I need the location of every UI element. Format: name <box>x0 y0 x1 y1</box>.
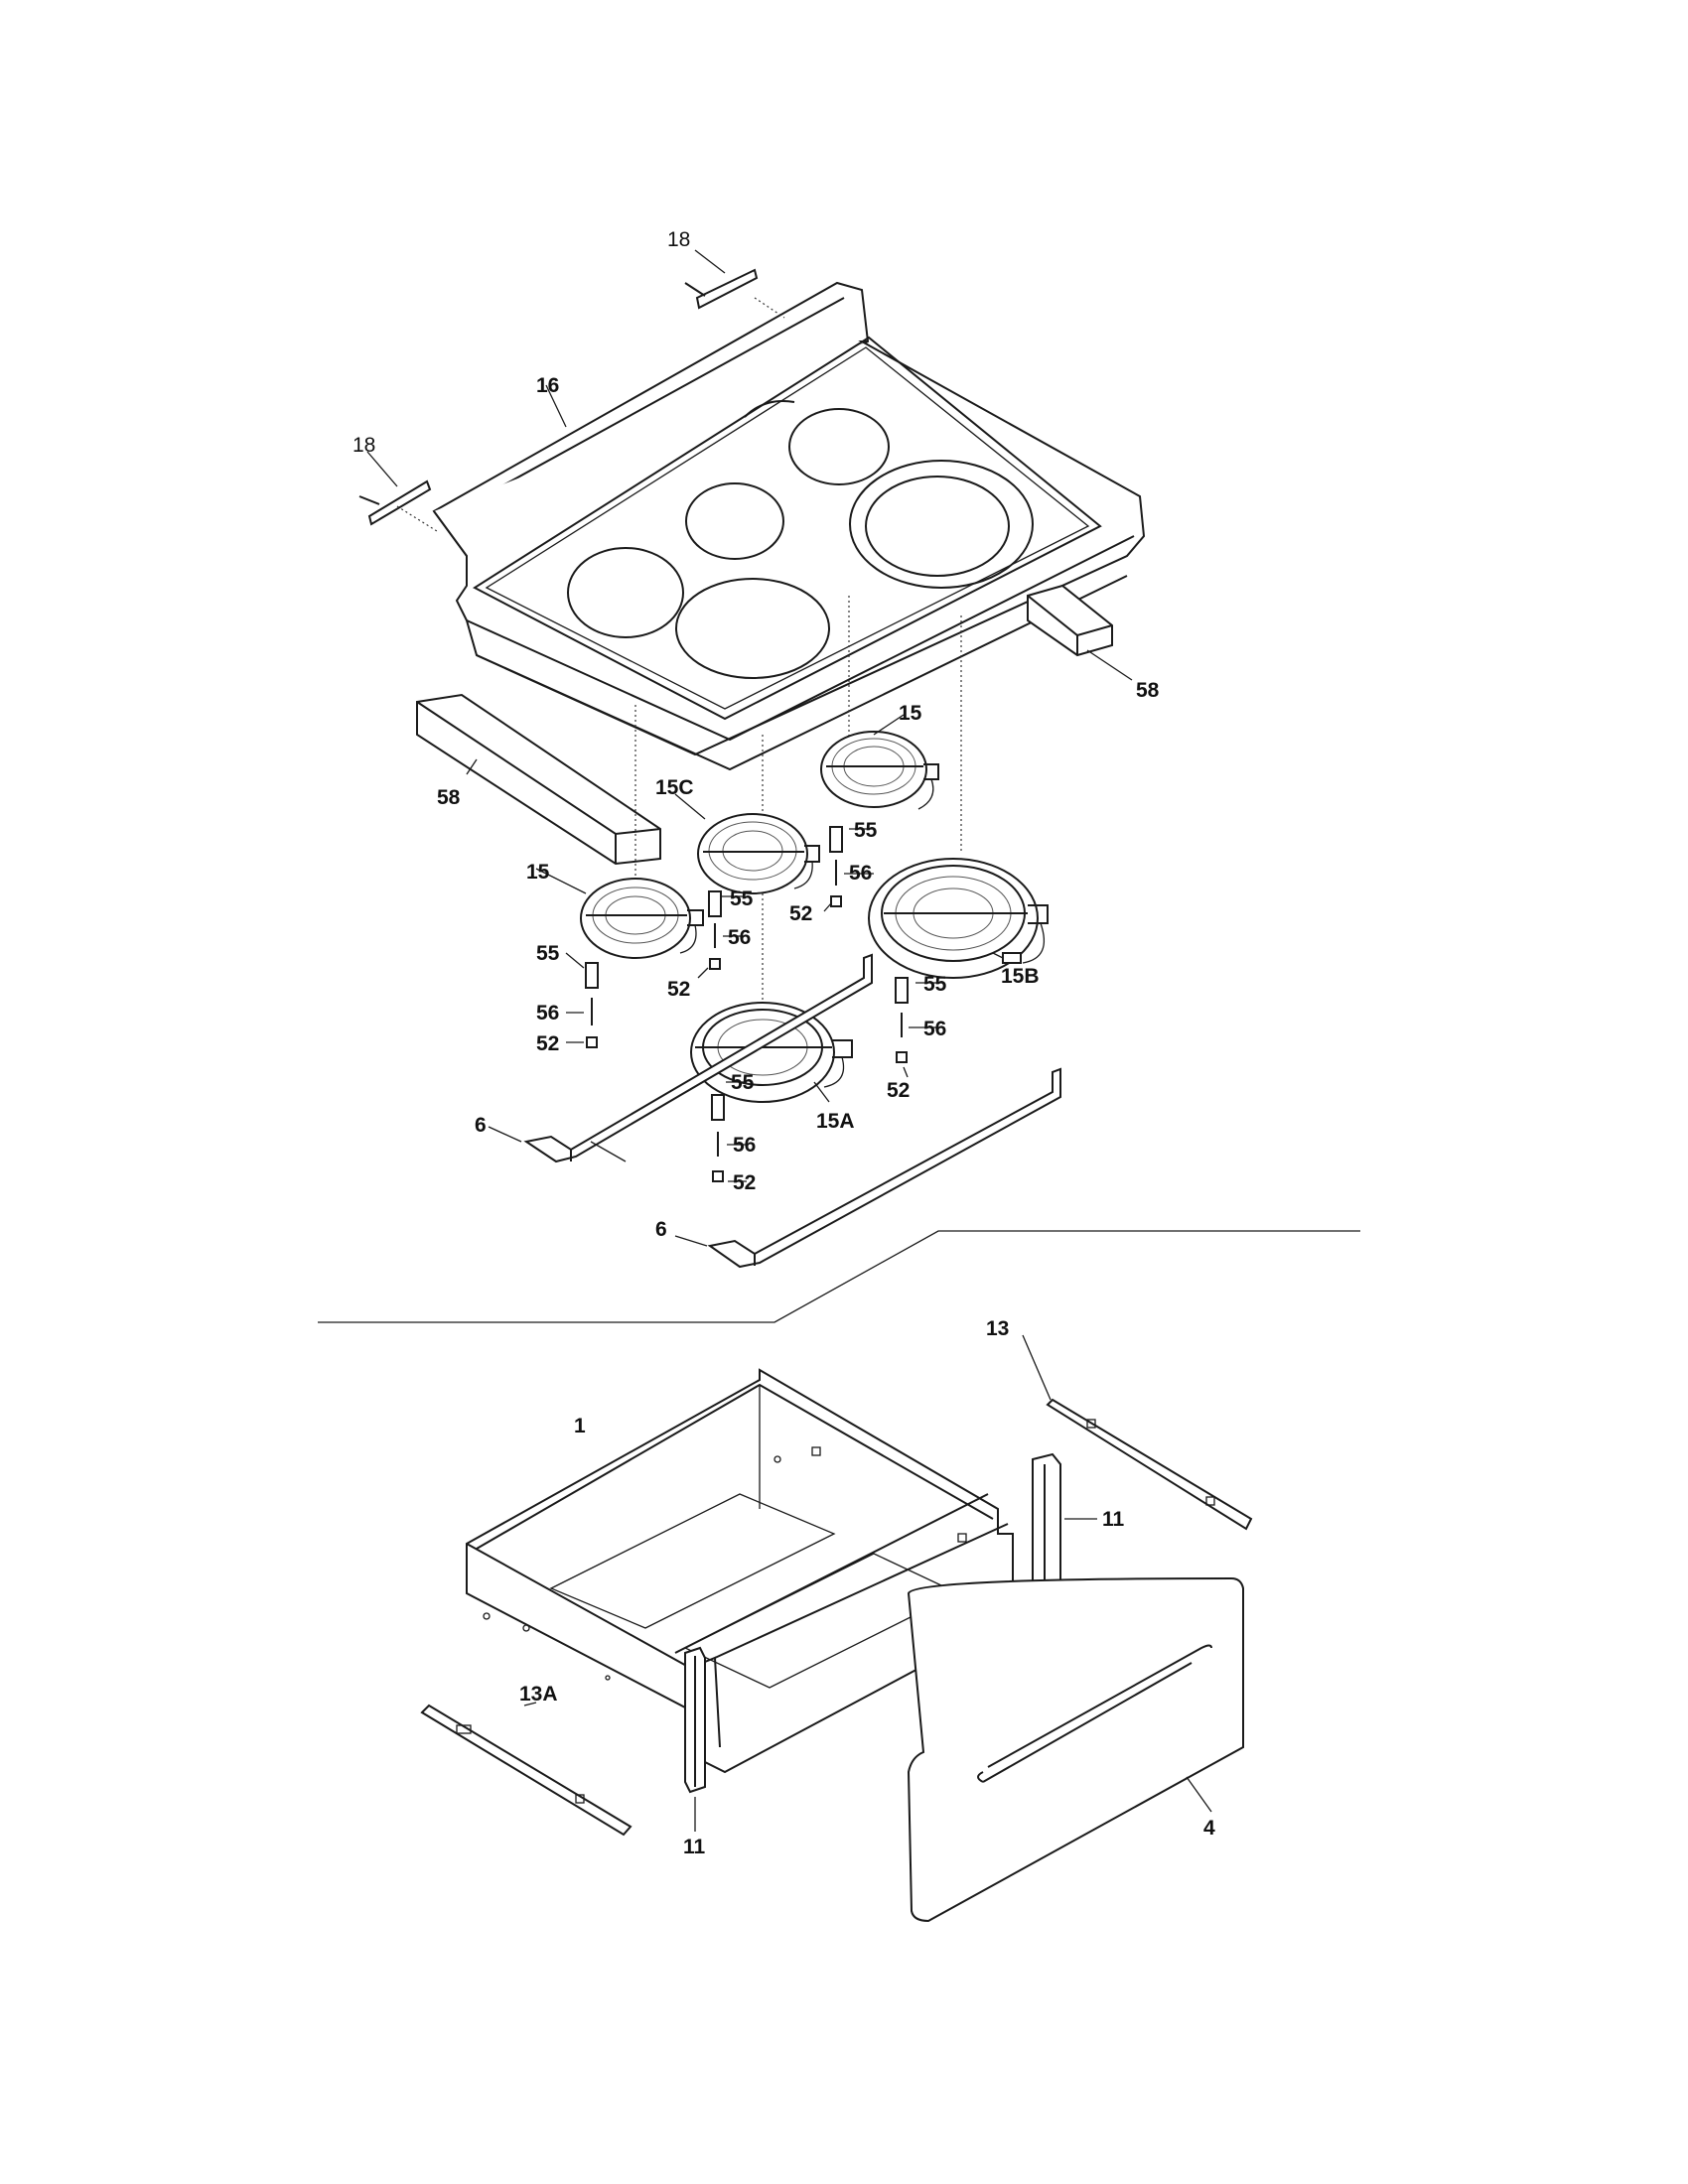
cooktop-burner-ring <box>567 547 684 638</box>
callout-11-left: 11 <box>683 1836 706 1858</box>
cooktop-burner-ring <box>849 460 1034 589</box>
callout-55-15A: 55 <box>731 1071 755 1094</box>
callout-55-rear: 55 <box>854 819 878 842</box>
callout-58-right: 58 <box>1136 679 1160 702</box>
callout-labels: 16 18 18 58 58 15 15C 15 15B 15A 55 55 5… <box>352 228 1215 1858</box>
callout-13: 13 <box>986 1317 1009 1340</box>
callout-52-rear: 52 <box>789 902 812 925</box>
callout-13A: 13A <box>519 1683 558 1706</box>
drawer-body <box>466 1368 1014 1774</box>
drawer-front-panel <box>907 1576 1244 1923</box>
callout-leaders <box>366 249 1212 1832</box>
callout-52-15A: 52 <box>733 1171 756 1194</box>
callout-18-upper: 18 <box>667 228 690 251</box>
callout-52-left: 52 <box>536 1032 559 1055</box>
callout-15B: 15B <box>1001 965 1040 988</box>
cooktop-burner-ring <box>865 476 1010 577</box>
insulation-block-right <box>1027 584 1113 657</box>
callout-15A: 15A <box>816 1110 855 1133</box>
callout-58-left: 58 <box>437 786 461 809</box>
radiant-element-15-left <box>580 878 704 959</box>
callout-56-left: 56 <box>536 1002 559 1024</box>
insulation-block-left <box>416 693 661 866</box>
callout-55-15C: 55 <box>730 887 754 910</box>
drawer-slide-rail-right <box>1046 1398 1253 1531</box>
callout-15-left: 15 <box>526 861 550 884</box>
radiant-element-15-rear <box>820 731 939 810</box>
callout-52-15C: 52 <box>667 978 690 1001</box>
callout-4: 4 <box>1203 1817 1215 1840</box>
callout-56-15A: 56 <box>733 1134 756 1157</box>
drawer-slide-bracket-left <box>684 1646 706 1794</box>
callout-11-right: 11 <box>1102 1508 1125 1531</box>
callout-15C: 15C <box>655 776 694 799</box>
callout-6-lower: 6 <box>655 1218 667 1241</box>
callout-55-15B: 55 <box>923 973 947 996</box>
callout-1: 1 <box>574 1415 586 1437</box>
callout-15-rear: 15 <box>899 702 922 725</box>
drawer-slide-rail-left <box>420 1704 633 1837</box>
callout-56-15B: 56 <box>923 1018 946 1040</box>
callout-56-15C: 56 <box>728 926 751 949</box>
callout-56-rear: 56 <box>849 862 872 885</box>
element-fasteners <box>585 826 909 1182</box>
element-support-bracket-lower <box>707 1067 1061 1269</box>
hold-down-bracket-left <box>358 479 438 532</box>
section-divider <box>318 1230 1360 1323</box>
radiant-element-15B <box>868 858 1049 979</box>
cooktop-assembly <box>432 281 1146 771</box>
radiant-element-15C <box>697 813 820 894</box>
callout-55-left: 55 <box>536 942 560 965</box>
callout-6-upper: 6 <box>475 1114 487 1137</box>
callout-16: 16 <box>536 374 559 397</box>
element-support-bracket-upper <box>523 953 873 1163</box>
cooktop-burner-ring <box>788 408 890 485</box>
callout-18-left: 18 <box>352 434 375 457</box>
radiant-element-15A <box>690 1002 853 1103</box>
cooktop-burner-ring <box>685 482 784 560</box>
cooktop-burner-ring <box>675 578 830 679</box>
hold-down-bracket-upper <box>684 268 785 319</box>
callout-52-15B: 52 <box>887 1079 910 1102</box>
